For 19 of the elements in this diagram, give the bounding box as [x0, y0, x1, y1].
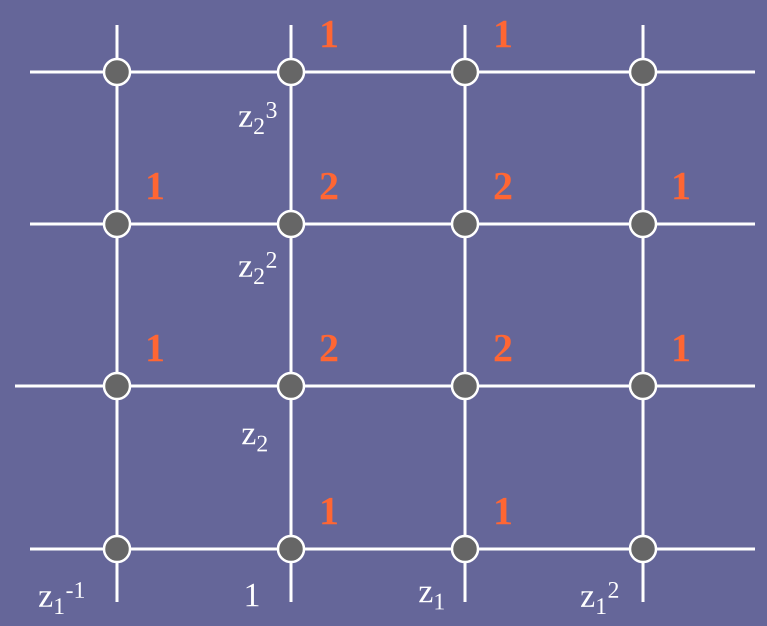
node-number: 2	[320, 172, 338, 200]
node-number: 2	[494, 172, 512, 200]
axis-label: z$_{2}$2	[238, 252, 276, 284]
axis-label: z$_{1}$-1	[39, 582, 84, 614]
node-number: 1	[496, 498, 511, 524]
axis-label: z$_{1}$	[419, 586, 444, 610]
node-number: 1	[674, 172, 689, 200]
node-number: 1	[148, 172, 163, 200]
node-number: 2	[320, 334, 338, 362]
axis-label: z$_{2}$	[242, 428, 267, 452]
axis-label: z$_{1}$2	[580, 582, 618, 614]
axis-label: z$_{2}$3	[238, 102, 277, 134]
node-number: 1	[322, 20, 337, 48]
node-number: 1	[322, 498, 337, 524]
node-number: 1	[148, 334, 163, 362]
node-number: 2	[494, 334, 512, 362]
node-number: 1	[496, 20, 511, 48]
axis-label: 1	[246, 584, 258, 606]
node-number: 1	[674, 334, 689, 362]
